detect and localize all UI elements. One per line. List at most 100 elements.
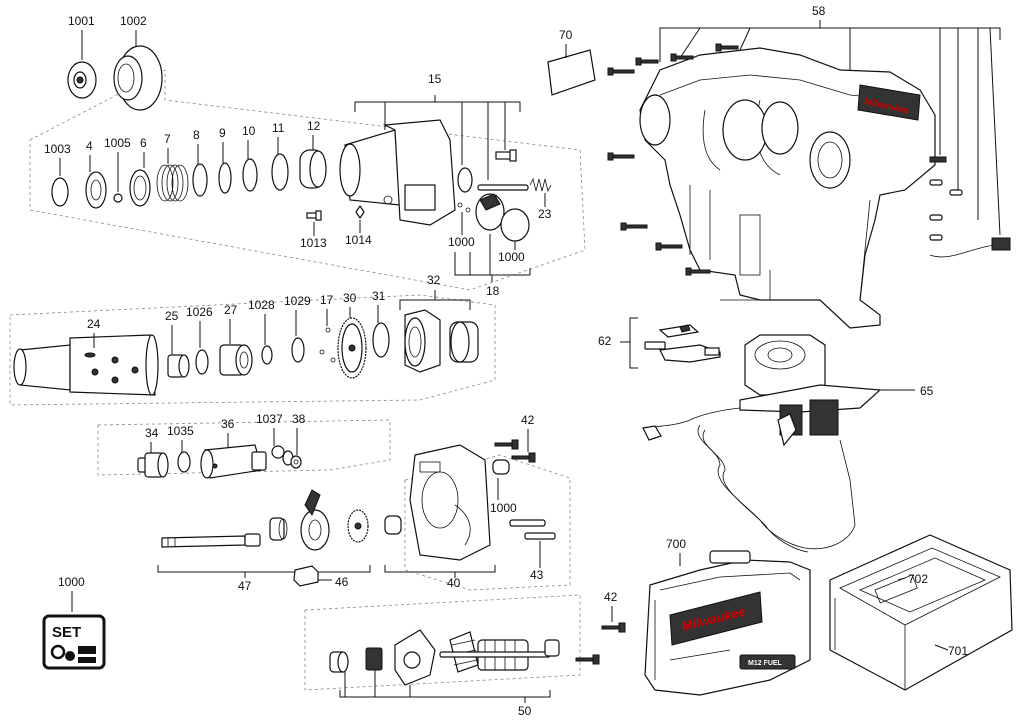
part-42-screws-bottom [575, 622, 626, 665]
label-32: 32 [427, 273, 441, 287]
label-700: 700 [666, 537, 686, 551]
part-23-spring [529, 177, 552, 193]
label-70: 70 [559, 28, 573, 42]
label-1035: 1035 [167, 424, 194, 438]
label-42-top: 42 [521, 413, 535, 427]
label-36: 36 [221, 417, 235, 431]
part-6 [129, 169, 151, 207]
label-12: 12 [307, 119, 321, 133]
part-1003 [51, 177, 69, 207]
label-40: 40 [447, 576, 461, 590]
part-1005 [113, 193, 123, 203]
label-1003: 1003 [44, 142, 71, 156]
label-17: 17 [320, 293, 334, 307]
label-1013: 1013 [300, 236, 327, 250]
label-6: 6 [140, 136, 147, 150]
housing-screws [607, 43, 739, 276]
label-38: 38 [292, 412, 306, 426]
part-34 [137, 452, 169, 478]
label-1000-set: 1000 [58, 575, 85, 589]
part-46-clip [293, 565, 319, 587]
part-1002 [113, 45, 163, 111]
part-65-motor-electronics [642, 334, 882, 553]
part-8 [192, 163, 208, 197]
label-24: 24 [87, 317, 101, 331]
dashed-box-row3 [97, 419, 391, 476]
part-31 [372, 322, 390, 358]
part-40-gearbox-housing [384, 444, 510, 561]
part-1029 [291, 337, 305, 363]
label-1005: 1005 [104, 136, 131, 150]
label-50: 50 [518, 704, 532, 718]
label-27: 27 [224, 303, 238, 317]
part-27 [219, 344, 253, 376]
label-25: 25 [165, 309, 179, 323]
part-701-insert-tray [829, 534, 1013, 691]
part-1014 [355, 204, 365, 220]
part-25 [167, 354, 190, 378]
part-24-spindle [13, 334, 159, 396]
label-1026: 1026 [186, 305, 213, 319]
part-1035 [177, 451, 191, 473]
set-badge: SET [42, 614, 106, 670]
part-32-clutch-assembly [404, 309, 479, 373]
label-4: 4 [86, 139, 93, 153]
dashed-box-row3-right [404, 454, 571, 591]
label-7: 7 [164, 132, 171, 146]
label-1037: 1037 [256, 412, 283, 426]
label-701: 701 [948, 644, 968, 658]
case-logo-sub: M12 FUEL [748, 660, 783, 667]
part-4 [85, 171, 107, 209]
part-17-balls [319, 327, 336, 363]
part-12 [299, 149, 327, 189]
label-46: 46 [335, 575, 349, 589]
part-70-label [547, 49, 596, 96]
set-badge-text: SET [52, 624, 81, 641]
label-702: 702 [908, 572, 928, 586]
part-15-cylinder-housing [339, 119, 456, 226]
label-11: 11 [272, 121, 285, 135]
housing-small-parts [929, 156, 1011, 258]
part-oring-1000 [500, 208, 530, 242]
label-58: 58 [812, 4, 826, 18]
tool-logo: Milwaukee [857, 84, 921, 121]
label-23: 23 [538, 207, 552, 221]
label-43: 43 [530, 568, 544, 582]
label-8: 8 [193, 128, 200, 142]
part-1013-screw [306, 210, 322, 221]
part-30-gear [337, 317, 367, 379]
dashed-box-row4 [304, 594, 581, 691]
part-36-sleeve [200, 444, 267, 479]
label-31: 31 [372, 289, 386, 303]
part-1037-38 [271, 445, 302, 469]
part-11 [271, 153, 289, 191]
part-screw-top [495, 149, 517, 162]
label-42-bottom: 42 [604, 590, 618, 604]
label-34: 34 [145, 426, 159, 440]
part-700-carry-case [644, 550, 811, 696]
label-9: 9 [219, 126, 226, 140]
label-10: 10 [242, 124, 256, 138]
part-10 [242, 158, 258, 192]
part-58-housing [639, 47, 936, 329]
part-43-pins [509, 519, 556, 540]
label-1002: 1002 [120, 14, 147, 28]
part-selector-knob [457, 193, 505, 231]
label-18: 18 [486, 284, 500, 298]
part-7-spring [156, 164, 189, 202]
label-30: 30 [343, 291, 357, 305]
part-62-brush-holder [644, 324, 721, 363]
label-1029: 1029 [284, 294, 311, 308]
part-needle-bearing [457, 167, 473, 193]
part-1028 [261, 345, 273, 365]
label-1028: 1028 [248, 298, 275, 312]
part-1026 [195, 349, 209, 375]
dashed-box-row2 [9, 294, 496, 406]
part-47-drive-assembly [161, 489, 369, 551]
label-47: 47 [238, 579, 252, 593]
label-1000-c: 1000 [490, 501, 517, 515]
label-1000-a: 1000 [448, 235, 475, 249]
part-9 [218, 162, 232, 194]
label-1000-b: 1000 [498, 250, 525, 264]
